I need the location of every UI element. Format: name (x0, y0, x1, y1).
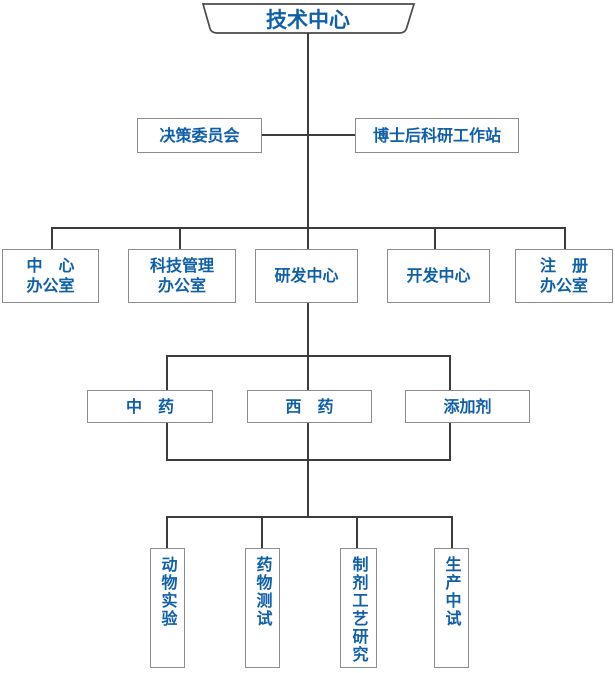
node-formulation-process-research: 制剂工艺研究 (340, 548, 377, 668)
root-trapezoid-shape (201, 3, 416, 34)
node-development-center: 开发中心 (387, 249, 490, 303)
node-rnd-center: 研发中心 (255, 249, 358, 303)
node-chinese-medicine: 中 药 (87, 390, 213, 423)
node-additives: 添加剂 (405, 390, 530, 423)
node-sci-tech-management-office: 科技管理 办公室 (128, 249, 236, 303)
node-postdoc-workstation: 博士后科研工作站 (355, 118, 519, 153)
node-animal-testing: 动物实验 (150, 548, 185, 668)
node-drug-testing: 药物测试 (245, 548, 280, 668)
node-western-medicine: 西 药 (247, 390, 372, 423)
node-decision-committee: 决策委员会 (137, 118, 262, 153)
node-tech-center: 技术中心 (266, 7, 350, 32)
node-production-pilot-test: 生产中试 (434, 548, 469, 668)
node-registration-office: 注 册 办公室 (515, 249, 613, 303)
node-center-office: 中 心 办公室 (2, 249, 99, 303)
